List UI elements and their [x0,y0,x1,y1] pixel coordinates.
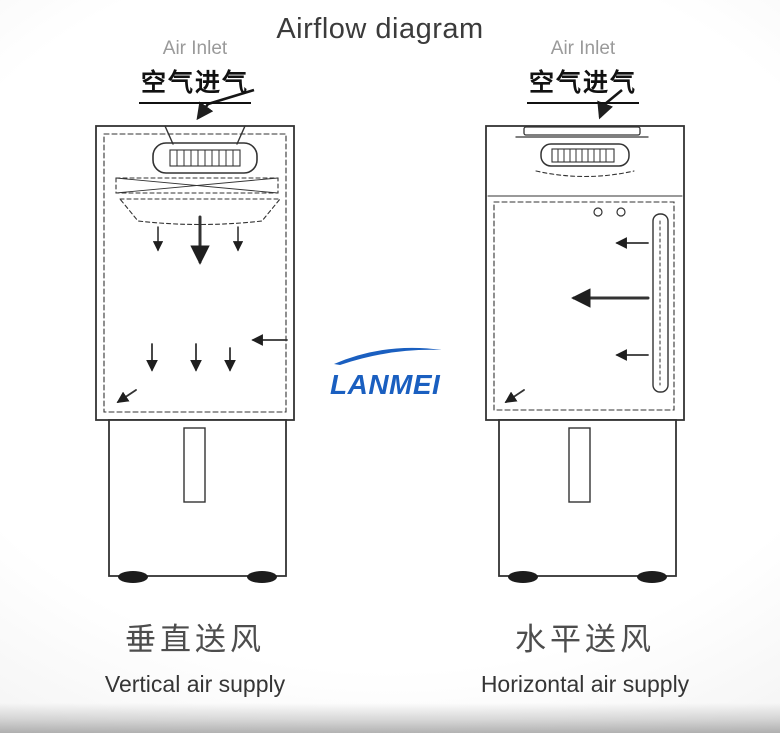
logo-swoosh-icon [334,347,442,365]
left-inlet-funnel [164,125,246,145]
right-inlet-labels: Air Inlet 空气进气 [483,38,683,104]
left-inlet-labels: Air Inlet 空气进气 [95,38,295,104]
left-inner-panel [103,133,287,413]
left-lower-airflow-arrows [116,334,288,403]
page-title: Airflow diagram [276,13,484,45]
left-machine-drawing [95,125,295,583]
left-upper-airflow-arrows [152,215,244,265]
left-inlet-arrow-icon [196,88,255,121]
left-caption-en: Vertical air supply [104,671,286,697]
left-air-inlet-label-zh: 空气进气 [138,62,251,104]
right-cabinet-body [485,125,685,421]
brand-logo: LANMEI [330,344,460,399]
right-airflow-arrows [504,237,650,403]
right-top-grille [540,143,630,167]
brand-logo-text: LANMEI [330,369,441,400]
bottom-shadow-gradient [0,703,780,733]
left-filter-bar [115,177,279,194]
left-air-inlet-label-en: Air Inlet [162,38,228,59]
right-knob [593,207,603,217]
right-top-plate [523,126,641,136]
left-top-grille [152,142,258,174]
right-caption-en: Horizontal air supply [480,671,690,697]
right-base [498,419,677,577]
right-base-slot [568,427,591,503]
left-foot [118,571,148,583]
right-foot [637,571,667,583]
right-knob [616,207,626,217]
left-cabinet-body [95,125,295,421]
right-machine-drawing [485,125,685,583]
right-outlet-slot [652,213,669,393]
left-diffuser [118,198,282,226]
left-captions: 垂直送风 Vertical air supply [45,614,345,698]
right-air-inlet-label-zh: 空气进气 [526,62,639,104]
right-inner-panel [493,201,675,411]
left-base [108,419,287,577]
right-air-inlet-label-en: Air Inlet [550,38,616,59]
left-caption-zh: 垂直送风 [125,622,265,657]
right-inlet-arrow-icon [597,88,623,120]
left-foot [247,571,277,583]
right-caption-zh: 水平送风 [515,622,655,657]
left-base-slot [183,427,206,503]
right-foot [508,571,538,583]
right-captions: 水平送风 Horizontal air supply [435,614,735,698]
